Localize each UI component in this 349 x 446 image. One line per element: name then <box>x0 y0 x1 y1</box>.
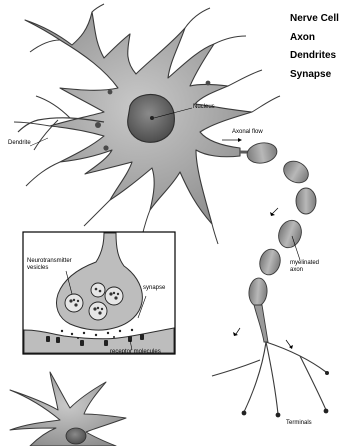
dendrite-label: Dendrite <box>8 140 31 146</box>
title-list: Nerve Cell Axon Dendrites Synapse <box>290 10 339 84</box>
vesicle <box>105 287 123 305</box>
title-item: Axon <box>290 29 339 48</box>
dendrite-pointer <box>30 138 48 146</box>
nucleus-label: Nucleus <box>193 104 215 110</box>
myelin-segment <box>280 157 313 187</box>
receptor-molecules-label: receptor molecules <box>110 349 161 355</box>
myelin-segment <box>275 217 305 251</box>
axon <box>212 141 329 418</box>
vesicle <box>89 302 107 320</box>
synapse-inset <box>23 232 175 354</box>
myelin-segment <box>245 141 278 166</box>
axonal-flow-arrowhead <box>238 138 242 142</box>
myelin-segment <box>296 188 316 214</box>
title-item: Synapse <box>290 66 339 85</box>
vesicle <box>65 294 83 312</box>
neurotransmitter-vesicles-label: Neurotransmitter vesicles <box>27 258 72 272</box>
title-item: Nerve Cell <box>290 10 339 29</box>
second-neuron <box>10 372 126 446</box>
myelin-segment <box>257 247 283 277</box>
myelin-segment <box>248 277 268 306</box>
axonal-flow-label: Axonal flow <box>232 129 263 135</box>
terminals-label: Terminals <box>286 420 312 426</box>
nucleus <box>128 94 175 142</box>
synapse-label: synapse <box>143 285 165 291</box>
vesicle <box>91 283 105 297</box>
title-item: Dendrites <box>290 47 339 66</box>
myelinated-axon-label: myelinated axon <box>290 260 319 274</box>
